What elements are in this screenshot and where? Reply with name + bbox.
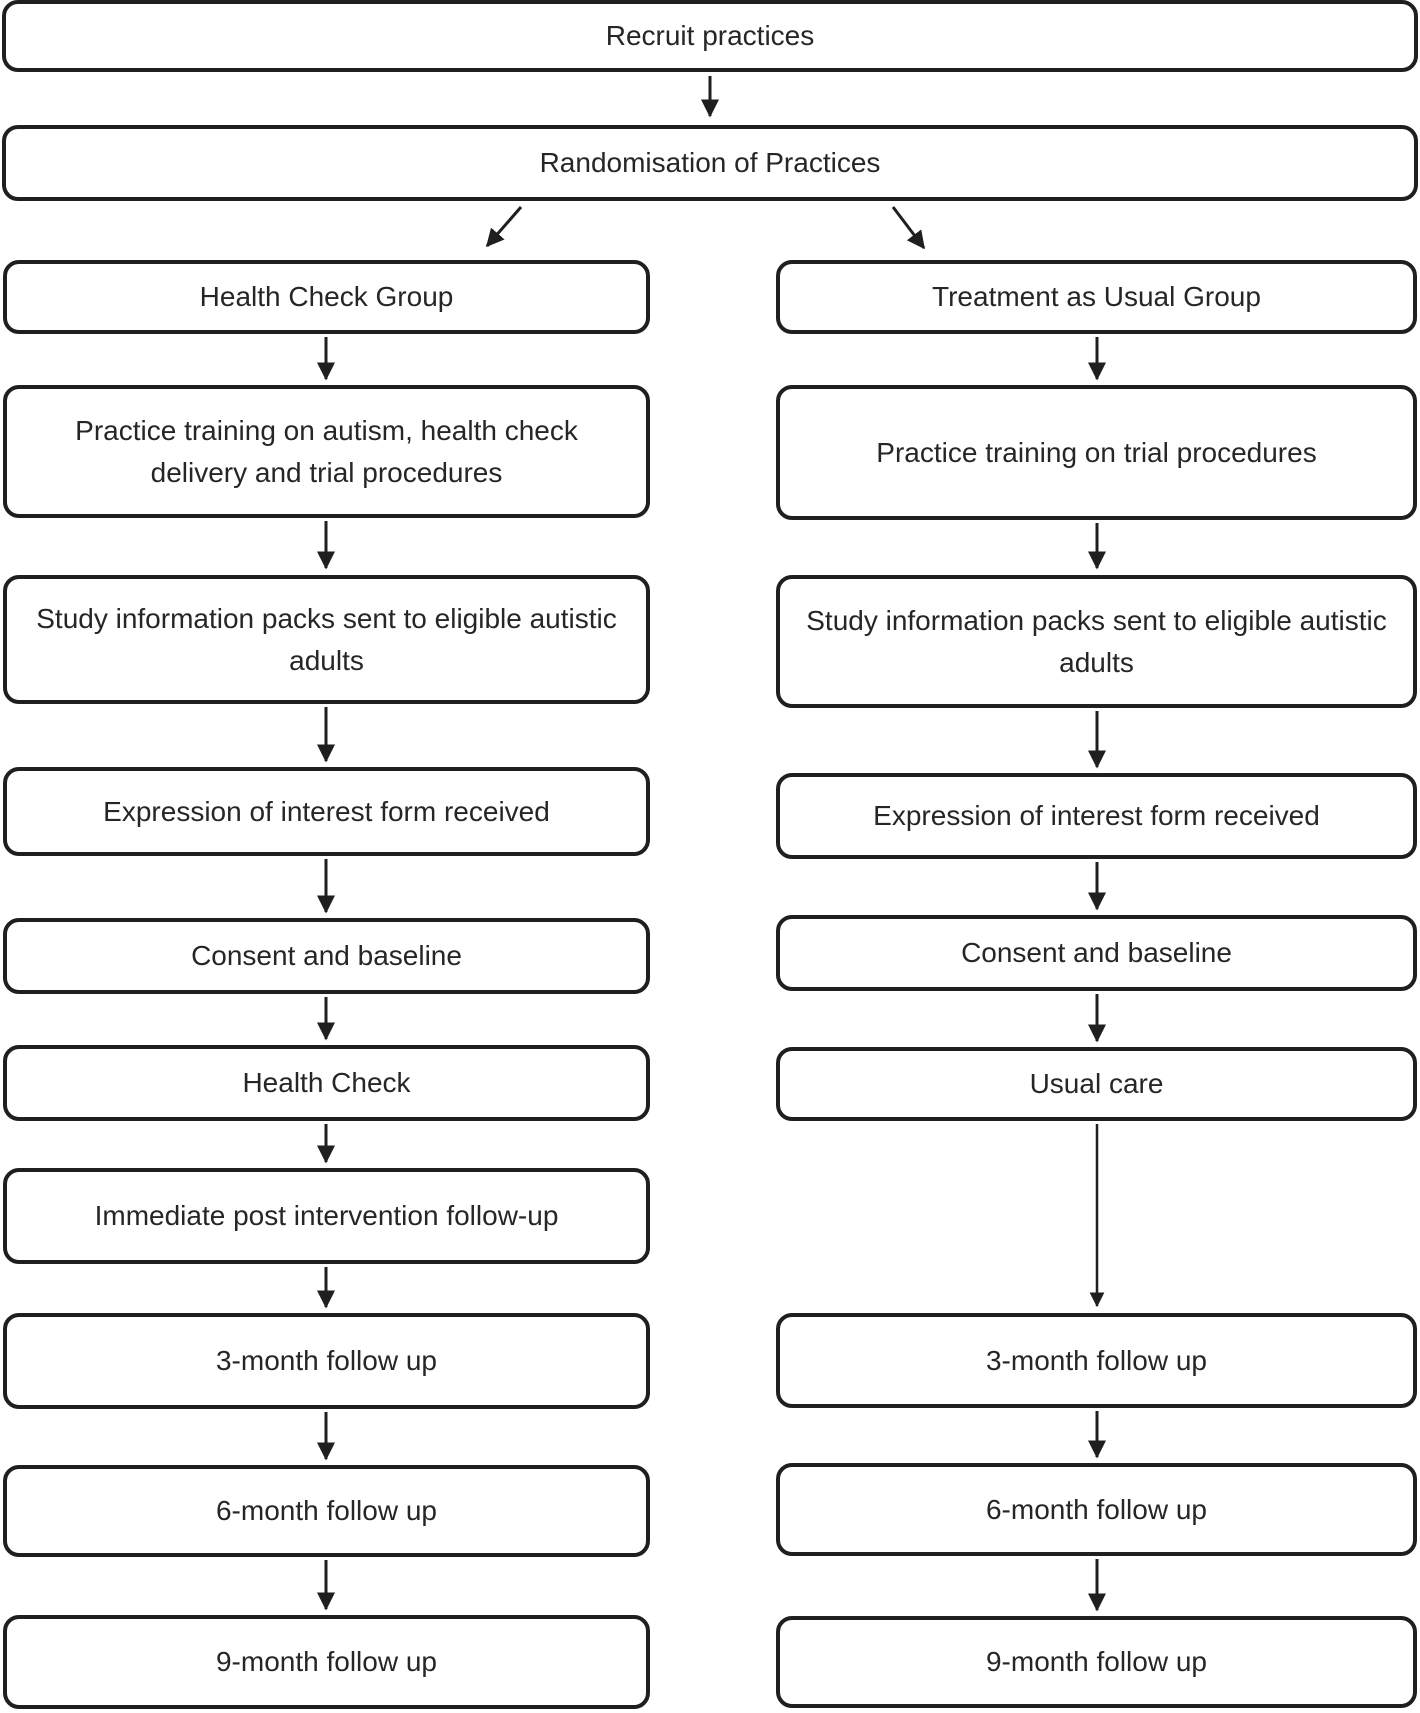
node-label: Consent and baseline	[191, 940, 462, 971]
node-left-expression-of-interest: Expression of interest form received	[3, 767, 650, 856]
branch-left-arrow	[485, 206, 523, 248]
node-left-practice-training: Practice training on autism, health chec…	[3, 385, 650, 518]
node-label: Practice training on trial procedures	[876, 436, 1317, 468]
node-label: Immediate post intervention follow-up	[94, 1200, 559, 1231]
node-right-consent-baseline: Consent and baseline	[776, 915, 1417, 991]
node-randomisation: Randomisation of Practices	[2, 125, 1418, 201]
node-label: Practice training on autism, health chec…	[75, 414, 578, 488]
node-label: Health Check Group	[199, 281, 454, 312]
node-left-immediate-followup: Immediate post intervention follow-up	[3, 1168, 650, 1264]
node-left-health-check: Health Check	[3, 1045, 650, 1121]
node-label: Study information packs sent to eligible…	[806, 604, 1387, 678]
node-label: 6-month follow up	[215, 1495, 437, 1526]
node-left-3-month-followup: 3-month follow up	[3, 1313, 650, 1409]
node-health-check-group: Health Check Group	[3, 260, 650, 334]
node-label: 9-month follow up	[985, 1646, 1207, 1677]
node-right-6-month-followup: 6-month follow up	[776, 1463, 1417, 1556]
node-left-study-packs: Study information packs sent to eligible…	[3, 575, 650, 704]
node-left-9-month-followup: 9-month follow up	[3, 1615, 650, 1709]
node-left-consent-baseline: Consent and baseline	[3, 918, 650, 994]
node-label: Expression of interest form received	[873, 800, 1320, 831]
node-label: Randomisation of Practices	[539, 147, 881, 178]
node-label: 9-month follow up	[215, 1646, 437, 1677]
node-label: Health Check	[242, 1067, 411, 1098]
node-treatment-as-usual-group: Treatment as Usual Group	[776, 260, 1417, 334]
node-label: Study information packs sent to eligible…	[36, 602, 617, 676]
node-right-study-packs: Study information packs sent to eligible…	[776, 575, 1417, 708]
node-right-3-month-followup: 3-month follow up	[776, 1313, 1417, 1408]
node-label: Usual care	[1029, 1068, 1164, 1099]
node-left-6-month-followup: 6-month follow up	[3, 1465, 650, 1557]
branch-right-arrow	[891, 206, 926, 250]
node-right-practice-training: Practice training on trial procedures	[776, 385, 1417, 520]
node-right-expression-of-interest: Expression of interest form received	[776, 773, 1417, 859]
node-label: 3-month follow up	[985, 1344, 1207, 1376]
node-label: Consent and baseline	[961, 937, 1232, 968]
node-right-9-month-followup: 9-month follow up	[776, 1616, 1417, 1708]
node-label: Treatment as Usual Group	[932, 281, 1261, 312]
node-label: 6-month follow up	[985, 1493, 1207, 1525]
node-label: Expression of interest form received	[103, 795, 550, 827]
node-label: Recruit practices	[605, 20, 815, 51]
node-recruit-practices: Recruit practices	[2, 0, 1418, 72]
node-label: 3-month follow up	[215, 1345, 437, 1376]
node-usual-care: Usual care	[776, 1047, 1417, 1121]
